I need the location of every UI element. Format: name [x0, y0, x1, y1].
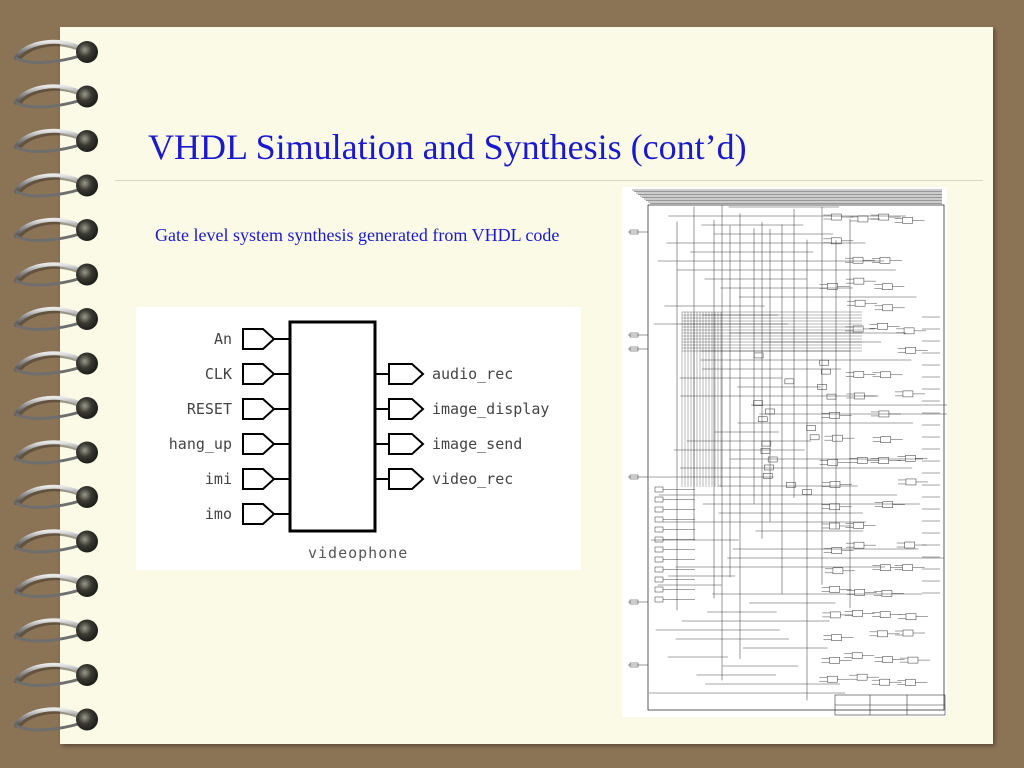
output-ports: audio_rec image_display image_send video_re… — [375, 363, 549, 490]
spiral-ring-icon — [14, 707, 98, 732]
spiral-ring-icon — [14, 128, 98, 153]
spiral-ring-icon — [14, 618, 98, 643]
output-port-label: video_rec — [432, 470, 513, 488]
input-port: An — [214, 328, 290, 350]
input-port-label: imo — [205, 505, 232, 523]
output-port-icon — [388, 433, 425, 455]
gate-level-schematic — [622, 187, 947, 717]
spiral-ring-icon — [14, 484, 98, 509]
input-port-icon — [242, 328, 276, 350]
entity-box — [288, 320, 377, 533]
output-port: image_display — [375, 398, 549, 420]
spiral-ring-icon — [14, 39, 98, 64]
input-port: imo — [205, 503, 290, 525]
spiral-ring-icon — [14, 84, 98, 109]
spiral-ring-icon — [14, 173, 98, 198]
spiral-ring-icon — [14, 395, 98, 420]
output-port: image_send — [375, 433, 522, 455]
title-divider — [115, 180, 983, 181]
slide-caption: Gate level system synthesis generated fr… — [155, 225, 560, 245]
input-port-label: RESET — [187, 400, 232, 418]
spiral-ring-icon — [14, 306, 98, 331]
output-port: video_rec — [375, 468, 513, 490]
input-port-icon — [242, 433, 276, 455]
input-port-label: hang_up — [169, 435, 232, 453]
input-port-icon — [242, 468, 276, 490]
spiral-ring-icon — [14, 440, 98, 465]
spiral-ring-icon — [14, 529, 98, 554]
input-port: hang_up — [169, 433, 290, 455]
input-port-icon — [242, 363, 276, 385]
output-port-icon — [388, 363, 425, 385]
entity-name: videophone — [308, 544, 408, 562]
input-port-label: An — [214, 330, 232, 348]
output-port-label: audio_rec — [432, 365, 513, 383]
output-port-icon — [388, 398, 425, 420]
schematic-title-block — [834, 694, 946, 716]
input-port-label: CLK — [205, 365, 232, 383]
output-port: audio_rec — [375, 363, 513, 385]
output-port-label: image_display — [432, 400, 549, 418]
spiral-ring-icon — [14, 217, 98, 242]
spiral-ring-icon — [14, 573, 98, 598]
spiral-ring-icon — [14, 351, 98, 376]
input-port: imi — [205, 468, 290, 490]
spiral-ring-icon — [14, 662, 98, 687]
spiral-ring-icon — [14, 262, 98, 287]
input-port-label: imi — [205, 470, 232, 488]
output-port-icon — [388, 468, 425, 490]
slide-title: VHDL Simulation and Synthesis (cont’d) — [148, 127, 747, 167]
input-port: CLK — [205, 363, 290, 385]
output-port-label: image_send — [432, 435, 522, 453]
input-port: RESET — [187, 398, 290, 420]
input-port-icon — [242, 503, 276, 525]
spiral-binding-icon — [14, 39, 98, 732]
input-port-icon — [242, 398, 276, 420]
